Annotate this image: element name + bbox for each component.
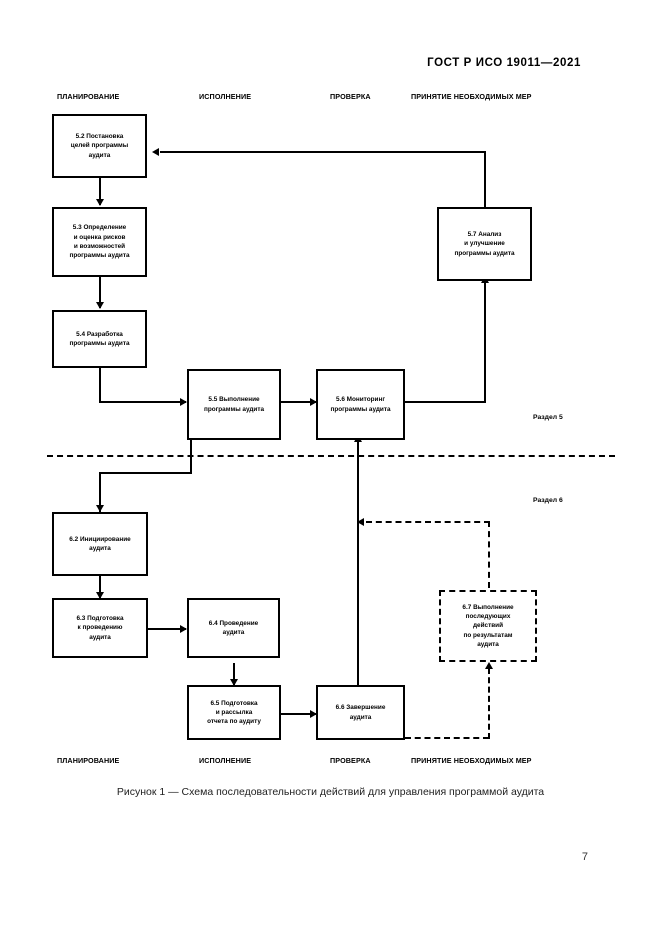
node-6-4-line2: аудита (222, 629, 245, 636)
node-5-5[interactable]: 5.5 Выполнение программы аудита (187, 369, 281, 440)
node-6-4[interactable]: 6.4 Проведение аудита (187, 598, 280, 658)
connector-55-down (190, 440, 192, 474)
dashed-connector-66-right (405, 737, 489, 739)
node-5-6[interactable]: 5.6 Мониторинг программы аудита (316, 369, 405, 440)
figure-caption: Рисунок 1 — Схема последовательности дей… (116, 786, 545, 798)
connector-53-to-54 (99, 277, 101, 308)
node-5-7[interactable]: 5.7 Анализ и улучшение программы аудита (437, 207, 532, 281)
connector-55-left (99, 472, 192, 474)
connector-57-to-52 (160, 151, 486, 153)
node-6-3-line2: к проведению (77, 624, 123, 632)
arrowhead-56-in (310, 398, 317, 406)
connector-65-to-66 (281, 713, 316, 715)
node-5-2-line1: 5.2 Постановка (75, 133, 124, 141)
arrowhead-54-in (96, 302, 104, 309)
node-5-6-line1: 5.6 Мониторинг (336, 396, 385, 404)
node-5-2-line3: аудита (88, 151, 111, 159)
node-6-3[interactable]: 6.3 Подготовка к проведению аудита (52, 598, 148, 658)
section-label-5: Раздел 5 (533, 414, 563, 421)
column-header-top-checking: ПРОВЕРКА (330, 92, 371, 101)
node-6-7-line4: по результатам (463, 631, 513, 639)
node-6-6-line1: 6.6 Завершение (335, 704, 386, 712)
arrowhead-62-in (96, 505, 104, 512)
node-6-3-line3: аудита (89, 633, 111, 641)
node-5-2-line2: целей программы (70, 142, 129, 150)
column-header-bottom-doing: ИСПОЛНЕНИЕ (199, 756, 252, 765)
arrowhead-53-in (96, 199, 104, 206)
column-header-top-acting: ПРИНЯТИЕ НЕОБХОДИМЫХ МЕР (411, 92, 532, 101)
node-6-7[interactable]: 6.7 Выполнение последующих действий по р… (439, 590, 537, 662)
arrowhead-63-in (96, 592, 104, 599)
connector-56-right (405, 401, 486, 403)
arrowhead-56-feedback-in (357, 518, 364, 526)
node-5-5-line1: 5.5 Выполнение (208, 396, 260, 404)
section-label-6: Раздел 6 (533, 497, 563, 504)
arrowhead-64-in (180, 625, 187, 633)
connector-56-up-to-57 (484, 281, 486, 403)
node-6-5-line1: 6.5 Подготовка (210, 699, 258, 707)
node-6-7-line5: аудита (477, 640, 499, 648)
column-header-top-planning: ПЛАНИРОВАНИЕ (57, 92, 120, 101)
dashed-connector-67-left (366, 521, 490, 523)
dashed-connector-67-up (488, 521, 490, 588)
dashed-connector-66-up-to-67 (488, 668, 490, 739)
connector-63-to-64 (147, 628, 186, 630)
node-5-3[interactable]: 5.3 Определение и оценка рисков и возмож… (52, 207, 147, 277)
arrowhead-52-in (152, 148, 159, 156)
node-5-5-line2: программы аудита (203, 405, 265, 413)
node-5-7-line1: 5.7 Анализ (467, 231, 502, 239)
node-5-2[interactable]: 5.2 Постановка целей программы аудита (52, 114, 147, 178)
connector-64-to-65 (233, 663, 235, 685)
connector-62-to-63 (99, 576, 101, 598)
connector-57-up (484, 151, 486, 207)
column-header-bottom-acting: ПРИНЯТИЕ НЕОБХОДИМЫХ МЕР (411, 756, 532, 765)
connector-55-to-56 (281, 401, 316, 403)
column-header-bottom-checking: ПРОВЕРКА (330, 756, 371, 765)
node-6-6-line2: аудита (349, 713, 372, 721)
node-6-2-line2: аудита (89, 545, 111, 552)
node-5-3-line3: и возможностей (73, 243, 126, 250)
node-5-4-line1: 5.4 Разработка (76, 330, 123, 338)
node-5-7-line3: программы аудита (454, 249, 515, 257)
node-5-3-line4: программы аудита (69, 252, 130, 260)
arrowhead-67-in (485, 662, 493, 669)
document-header: ГОСТ Р ИСО 19011—2021 (427, 57, 581, 69)
node-5-3-line2: и оценка рисков (73, 233, 126, 241)
section-divider (47, 455, 615, 457)
arrowhead-65-in (230, 679, 238, 686)
column-header-bottom-planning: ПЛАНИРОВАНИЕ (57, 756, 120, 765)
page-number: 7 (581, 851, 588, 863)
connector-52-to-53 (99, 178, 101, 205)
node-6-7-line1: 6.7 Выполнение (462, 603, 514, 611)
connector-to-62 (99, 472, 101, 512)
node-6-6[interactable]: 6.6 Завершение аудита (316, 685, 405, 740)
node-6-2-line1: 6.2 Инициирование (69, 535, 131, 543)
connector-66-up-to-56 (357, 440, 359, 690)
node-5-4[interactable]: 5.4 Разработка программы аудита (52, 310, 147, 368)
connector-54-to-55 (99, 401, 186, 403)
node-6-4-line1: 6.4 Проведение (208, 619, 259, 627)
arrowhead-55-in (180, 398, 187, 406)
figure-audit-programme-flowchart: ПЛАНИРОВАНИЕ ИСПОЛНЕНИЕ ПРОВЕРКА ПРИНЯТИ… (47, 92, 615, 765)
node-5-4-line2: программы аудита (69, 340, 130, 347)
arrowhead-66-in (310, 710, 317, 718)
node-6-5-line3: отчета по аудиту (207, 718, 261, 726)
node-6-7-line3: действий (472, 622, 503, 630)
node-6-2[interactable]: 6.2 Инициирование аудита (52, 512, 148, 576)
node-5-3-line1: 5.3 Определение (72, 224, 127, 232)
connector-54-down (99, 368, 101, 401)
node-5-6-line2: программы аудита (330, 405, 391, 413)
node-6-3-line1: 6.3 Подготовка (76, 615, 124, 623)
column-header-top-doing: ИСПОЛНЕНИЕ (199, 92, 252, 101)
node-6-5[interactable]: 6.5 Подготовка и рассылка отчета по ауди… (187, 685, 281, 740)
node-5-7-line2: и улучшение (464, 240, 505, 248)
node-6-7-line2: последующих (465, 613, 511, 621)
node-6-5-line2: и рассылка (215, 708, 253, 716)
